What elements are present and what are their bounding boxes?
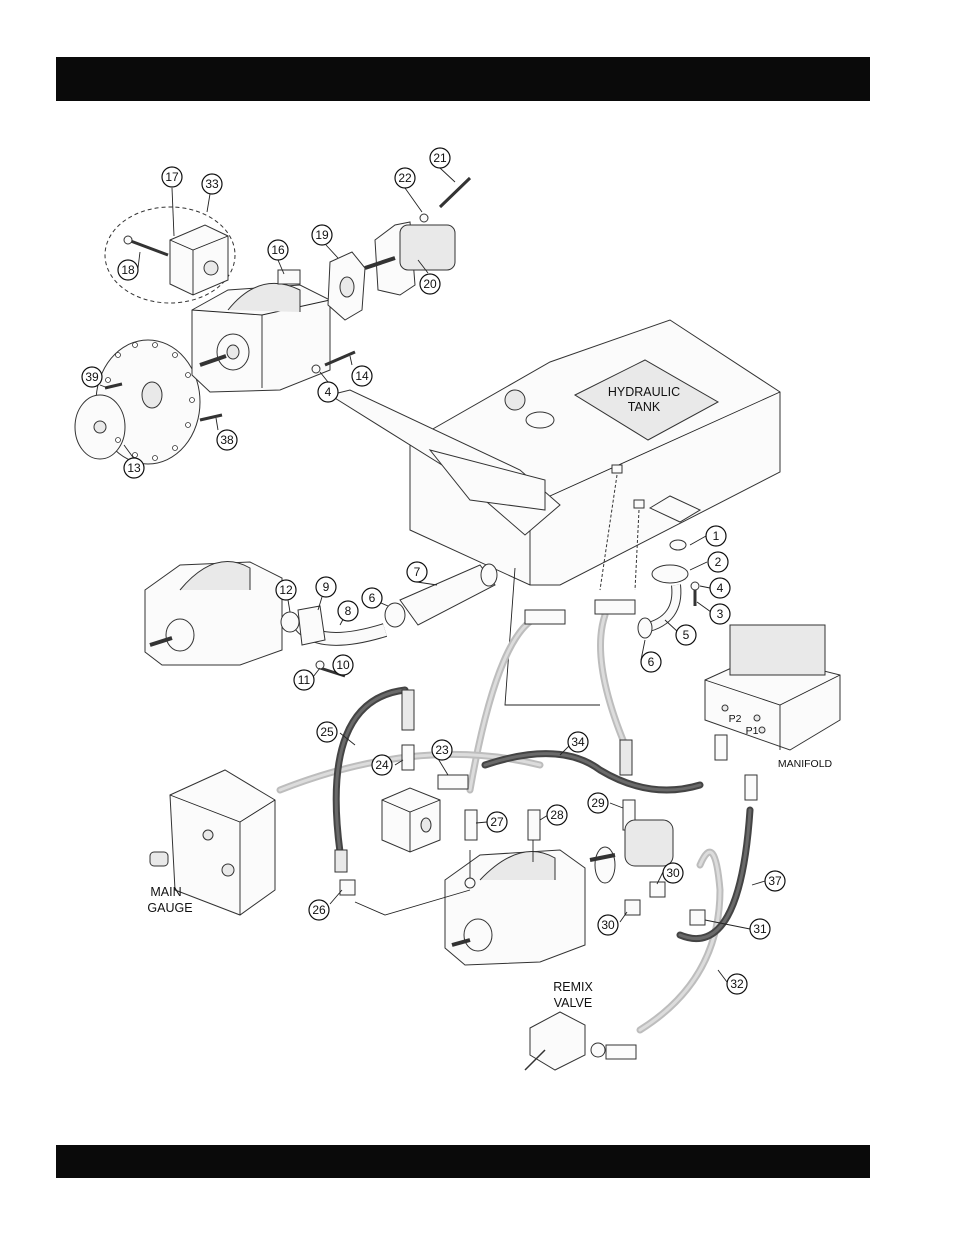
callout-27: 27 <box>487 812 507 832</box>
svg-text:32: 32 <box>730 977 744 991</box>
svg-text:31: 31 <box>753 922 767 936</box>
callout-38: 38 <box>217 430 237 450</box>
fitting-block-23 <box>382 788 440 852</box>
manifold-port-p2: P2 <box>729 713 742 725</box>
callout-1: 1 <box>706 526 726 546</box>
callout-28: 28 <box>547 805 567 825</box>
main-gauge-panel <box>170 770 275 915</box>
callout-32: 32 <box>727 974 747 994</box>
hose-34 <box>485 754 700 790</box>
hydraulic-tank-assembly: HYDRAULIC TANK <box>330 320 780 590</box>
svg-text:16: 16 <box>271 243 285 257</box>
svg-text:33: 33 <box>205 177 219 191</box>
svg-text:8: 8 <box>345 604 352 618</box>
callout-4a: 4 <box>318 382 338 402</box>
hydraulic-tank-label-line1: HYDRAULIC <box>608 385 680 399</box>
valve-block <box>170 225 228 295</box>
svg-text:9: 9 <box>323 580 330 594</box>
svg-text:29: 29 <box>591 796 605 810</box>
callout-4b: 4 <box>710 578 730 598</box>
callout-26: 26 <box>309 900 329 920</box>
remix-valve-label-line1: REMIX <box>553 980 593 994</box>
main-gauge-label-line1: MAIN <box>150 885 181 899</box>
callout-17: 17 <box>162 167 182 187</box>
svg-text:7: 7 <box>414 565 421 579</box>
callout-33: 33 <box>202 174 222 194</box>
callout-13: 13 <box>124 458 144 478</box>
svg-text:13: 13 <box>127 461 141 475</box>
svg-text:26: 26 <box>312 903 326 917</box>
svg-text:39: 39 <box>85 370 99 384</box>
svg-text:1: 1 <box>713 529 720 543</box>
svg-text:27: 27 <box>490 815 504 829</box>
callout-10: 10 <box>333 655 353 675</box>
callout-23: 23 <box>432 740 452 760</box>
svg-text:6: 6 <box>369 591 376 605</box>
svg-text:18: 18 <box>121 263 135 277</box>
svg-text:24: 24 <box>375 758 389 772</box>
svg-text:3: 3 <box>717 607 724 621</box>
main-gauge-label-line2: GAUGE <box>147 901 192 915</box>
svg-text:10: 10 <box>336 658 350 672</box>
svg-text:37: 37 <box>768 874 782 888</box>
callout-9: 9 <box>316 577 336 597</box>
svg-text:30: 30 <box>601 918 615 932</box>
callout-30b: 30 <box>598 915 618 935</box>
callout-12: 12 <box>276 580 296 600</box>
remix-valve <box>530 1012 585 1070</box>
outlet-flange-2 <box>652 565 688 583</box>
callout-16: 16 <box>268 240 288 260</box>
svg-text:21: 21 <box>433 151 447 165</box>
callout-29: 29 <box>588 793 608 813</box>
svg-text:23: 23 <box>435 743 449 757</box>
callout-2: 2 <box>708 552 728 572</box>
svg-text:25: 25 <box>320 725 334 739</box>
svg-text:6: 6 <box>648 655 655 669</box>
callout-22: 22 <box>395 168 415 188</box>
callout-30a: 30 <box>663 863 683 883</box>
svg-text:34: 34 <box>571 735 585 749</box>
svg-text:38: 38 <box>220 433 234 447</box>
callout-8: 8 <box>338 601 358 621</box>
svg-text:5: 5 <box>683 628 690 642</box>
svg-text:11: 11 <box>298 673 311 687</box>
callout-19: 19 <box>312 225 332 245</box>
svg-text:17: 17 <box>165 170 179 184</box>
callout-39: 39 <box>82 367 102 387</box>
svg-text:4: 4 <box>717 581 724 595</box>
svg-text:28: 28 <box>550 808 564 822</box>
callout-37: 37 <box>765 871 785 891</box>
callout-6a: 6 <box>362 588 382 608</box>
callout-24: 24 <box>372 755 392 775</box>
svg-text:20: 20 <box>423 277 437 291</box>
callout-5: 5 <box>676 625 696 645</box>
manifold-label: MANIFOLD <box>778 758 833 770</box>
callout-21: 21 <box>430 148 450 168</box>
svg-text:4: 4 <box>325 385 332 399</box>
callout-18: 18 <box>118 260 138 280</box>
callout-25: 25 <box>317 722 337 742</box>
svg-text:30: 30 <box>666 866 680 880</box>
callout-11: 11 <box>294 670 314 690</box>
manifold-port-p1: P1 <box>746 725 759 737</box>
callout-31: 31 <box>750 919 770 939</box>
hydraulic-tank-label-line2: TANK <box>628 400 661 414</box>
manifold-valves <box>730 625 825 675</box>
callout-34: 34 <box>568 732 588 752</box>
svg-text:2: 2 <box>715 555 722 569</box>
motor-29 <box>625 820 673 866</box>
callout-6b: 6 <box>641 652 661 672</box>
callout-3: 3 <box>710 604 730 624</box>
remix-valve-label-line2: VALVE <box>554 996 592 1010</box>
motor-20 <box>400 225 455 270</box>
svg-text:12: 12 <box>279 583 293 597</box>
svg-text:19: 19 <box>315 228 329 242</box>
callout-7: 7 <box>407 562 427 582</box>
callout-14: 14 <box>352 366 372 386</box>
callout-20: 20 <box>420 274 440 294</box>
svg-text:14: 14 <box>355 369 369 383</box>
svg-text:22: 22 <box>398 171 412 185</box>
